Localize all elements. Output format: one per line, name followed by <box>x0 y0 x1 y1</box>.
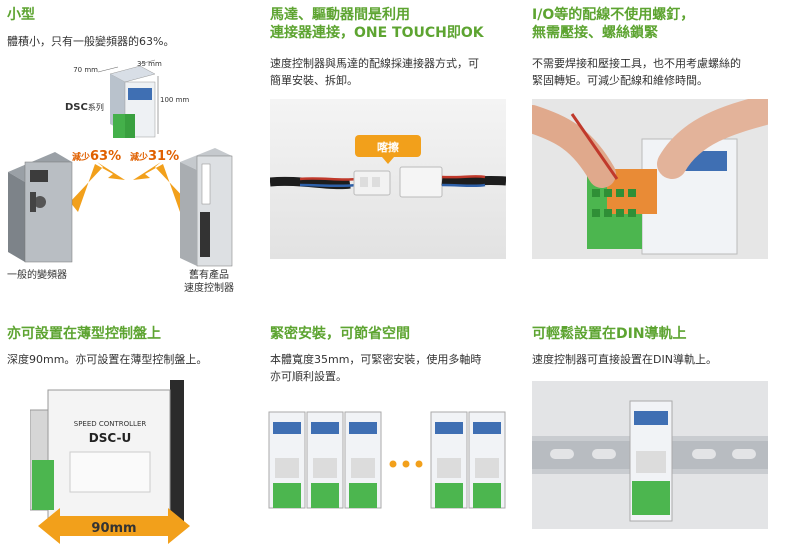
feature-desc: 速度控制器與馬達的配線採連接器方式，可 簡單安裝、拆卸。 <box>270 57 479 87</box>
din-rail-photo <box>532 381 768 529</box>
reduce-right-label: 減少31% <box>130 149 179 164</box>
click-label: 喀擦 <box>377 140 399 154</box>
ellipsis-dot <box>402 460 410 468</box>
multi-axis-illustration <box>265 408 510 513</box>
depth-arrow <box>38 508 190 544</box>
feature-desc: 深度90mm。亦可設置在薄型控制盤上。 <box>7 353 208 366</box>
feature-title: I/O等的配線不使用螺釘， 無需壓接、螺絲鎖緊 <box>532 7 695 41</box>
caption-old-controller: 舊有產品 速度控制器 <box>184 270 234 294</box>
feature-connector: 馬達、驅動器間是利用 連接器連接，ONE TOUCH即OK 速度控制器與馬達的配… <box>270 6 510 89</box>
dim-35: 35 mm <box>137 60 162 68</box>
thin-panel-illustration: SPEED CONTROLLER DSC-U 90mm <box>30 380 210 552</box>
compact-size-illustration: 70 mm 35 mm 100 mm DSC系列 減少63% 減少31% 一般的… <box>0 52 260 302</box>
device-name: DSC-U <box>89 431 131 445</box>
arrow-right <box>133 162 188 212</box>
controller-unit-2 <box>306 411 344 509</box>
feature-compact: 小型 體積小，只有一般變頻器的63%。 <box>7 6 257 50</box>
dim-70: 70 mm <box>73 66 98 74</box>
depth-label: 90mm <box>91 521 136 536</box>
feature-desc: 不需要焊接和壓接工具，也不用考慮螺絲的 緊固轉矩。可減少配線和維修時間。 <box>532 57 741 87</box>
controller-unit-1 <box>268 411 306 509</box>
reduce-left-label: 減少63% <box>72 149 121 164</box>
ellipsis-dot <box>389 460 397 468</box>
feature-desc: 體積小，只有一般變頻器的63%。 <box>7 35 175 48</box>
feature-title: 可輕鬆設置在DIN導軌上 <box>532 326 687 342</box>
series-label: DSC系列 <box>65 102 104 113</box>
feature-desc: 速度控制器可直接設置在DIN導軌上。 <box>532 353 717 366</box>
caption-general-inverter: 一般的變頻器 <box>7 270 67 281</box>
feature-compact-install: 緊密安裝，可節省空間 本體寬度35mm，可緊密安裝，使用多軸時 亦可順利設置。 <box>270 325 520 385</box>
controller-unit-3 <box>344 411 382 509</box>
feature-screwless: I/O等的配線不使用螺釘， 無需壓接、螺絲鎖緊 不需要焊接和壓接工具，也不用考慮… <box>532 6 782 89</box>
general-inverter-image <box>8 152 73 263</box>
screwless-wiring-photo <box>532 99 768 259</box>
feature-din-rail: 可輕鬆設置在DIN導軌上 速度控制器可直接設置在DIN導軌上。 <box>532 325 782 368</box>
ellipsis-dot <box>415 460 423 468</box>
old-controller-image <box>180 148 233 267</box>
dim-100: 100 mm <box>160 96 189 104</box>
feature-title: 緊密安裝，可節省空間 <box>270 326 410 342</box>
feature-title: 馬達、驅動器間是利用 連接器連接，ONE TOUCH即OK <box>270 7 484 41</box>
arrow-left <box>70 162 125 212</box>
controller-unit-5 <box>468 411 506 509</box>
dsc-device-image <box>109 65 156 138</box>
controller-unit-4 <box>430 411 468 509</box>
feature-desc: 本體寬度35mm，可緊密安裝，使用多軸時 亦可順利設置。 <box>270 353 482 383</box>
feature-title: 小型 <box>7 7 35 23</box>
connector-photo: 喀擦 <box>270 99 506 259</box>
feature-title: 亦可設置在薄型控制盤上 <box>7 326 161 342</box>
feature-thin-panel: 亦可設置在薄型控制盤上 深度90mm。亦可設置在薄型控制盤上。 <box>7 325 257 368</box>
device-head: SPEED CONTROLLER <box>74 420 147 428</box>
